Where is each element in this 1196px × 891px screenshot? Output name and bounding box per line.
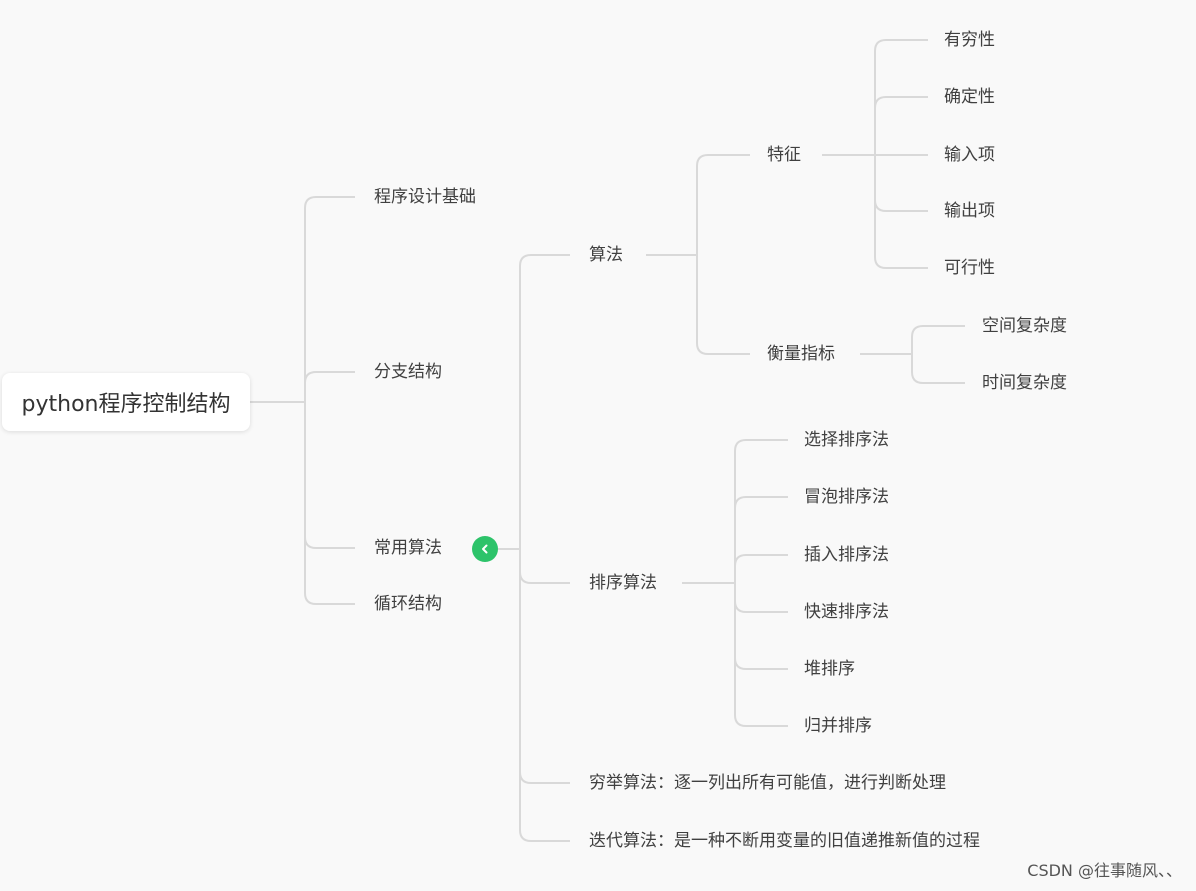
node-measure-item[interactable]: 时间复杂度 [982,373,1067,393]
node-feature[interactable]: 特征 [767,145,801,165]
node-measure[interactable]: 衡量指标 [767,344,835,364]
node-exhaustive[interactable]: 穷举算法：逐一列出所有可能值，进行判断处理 [589,773,946,793]
root-node[interactable]: python程序控制结构 [2,373,250,431]
link-sort-1 [734,439,788,583]
node-sort-item[interactable]: 归并排序 [804,716,872,736]
link-feature-5 [874,155,928,269]
link-iterative [519,549,570,842]
node-sort-item[interactable]: 堆排序 [804,659,855,679]
link-loop [304,402,355,605]
node-sort-item[interactable]: 选择排序法 [804,430,889,450]
link-algorithm [519,254,570,549]
link-feature-1 [874,39,928,155]
node-branch[interactable]: 分支结构 [374,362,442,382]
link-exhaustive [519,549,570,784]
link-basics [304,196,355,402]
link-branch [304,371,355,402]
node-basics[interactable]: 程序设计基础 [374,187,476,207]
node-feature-item[interactable]: 输入项 [944,145,995,165]
collapse-button[interactable] [472,536,498,562]
link-sort-5 [734,583,788,670]
node-measure-item[interactable]: 空间复杂度 [982,316,1067,336]
link-measure [696,255,750,355]
node-algorithm[interactable]: 算法 [589,245,623,265]
node-feature-item[interactable]: 有穷性 [944,30,995,50]
node-common[interactable]: 常用算法 [374,538,442,558]
link-feature-2 [874,96,928,155]
node-iterative[interactable]: 迭代算法：是一种不断用变量的旧值递推新值的过程 [589,831,980,851]
node-sorting[interactable]: 排序算法 [589,573,657,593]
chevron-left-icon [482,544,488,554]
link-common [304,402,355,549]
node-feature-item[interactable]: 输出项 [944,201,995,221]
link-sort-6 [734,583,788,727]
node-feature-item[interactable]: 可行性 [944,258,995,278]
link-feature [696,154,750,255]
link-sort-2 [734,496,788,583]
node-sort-item[interactable]: 插入排序法 [804,545,889,565]
node-feature-item[interactable]: 确定性 [944,87,995,107]
link-feature-4 [874,155,928,212]
root-label: python程序控制结构 [21,392,231,417]
node-loop[interactable]: 循环结构 [374,594,442,614]
watermark: CSDN @往事随风、、 [1027,861,1182,880]
link-sort-3 [734,554,788,583]
link-measure-2 [911,354,965,384]
link-sort-4 [734,583,788,613]
link-measure-1 [911,325,965,354]
link-sorting [519,549,570,584]
node-sort-item[interactable]: 冒泡排序法 [804,487,889,507]
node-sort-item[interactable]: 快速排序法 [804,602,889,622]
